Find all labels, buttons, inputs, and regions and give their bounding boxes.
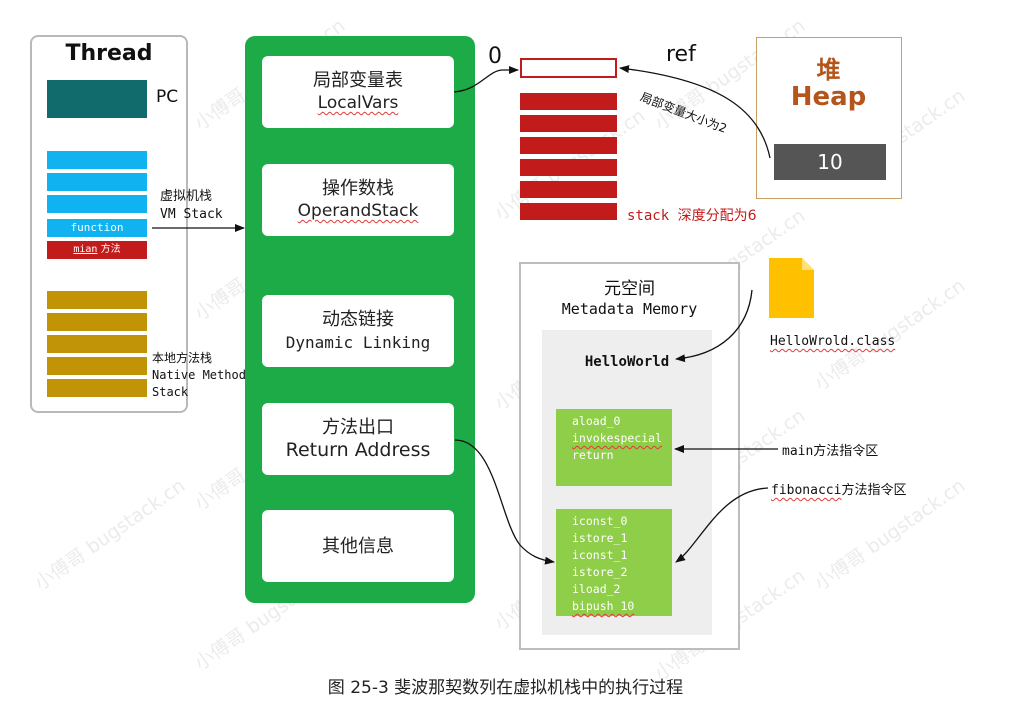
local-vars-card: 局部变量表 LocalVars xyxy=(262,56,454,128)
native-stack-label-en: Native Method xyxy=(152,368,246,382)
heap-box: 堆 Heap 10 xyxy=(756,37,902,199)
return-address-subtitle: Return Address xyxy=(285,439,431,461)
main-area-label: main方法指令区 xyxy=(782,444,879,459)
function-frame: function xyxy=(47,219,147,237)
vm-stack-frame xyxy=(47,195,147,213)
bytecode-line: aload_0 xyxy=(572,414,621,428)
operand-stack-slot xyxy=(520,203,617,220)
vm-stack-frame xyxy=(47,151,147,169)
vm-stack-frame xyxy=(47,173,147,191)
vm-stack-label-cn: 虚拟机栈 xyxy=(160,189,213,204)
stack-depth-note-suffix: 深度分配为6 xyxy=(677,208,757,224)
local-vars-title: 局部变量表 xyxy=(313,70,403,91)
pc-register xyxy=(47,80,147,118)
vm-stack-label: 虚拟机栈 VM Stack xyxy=(160,188,223,224)
fib-area-label: fibonacci方法指令区 xyxy=(771,479,906,498)
ref-label: ref xyxy=(666,42,696,67)
local-var-arrow xyxy=(453,66,519,93)
native-stack-frame xyxy=(47,335,147,353)
main-method-frame: mian 方法 xyxy=(47,241,147,259)
main-code-block: aload_0 invokespecial return xyxy=(556,409,672,486)
heap-title-en: Heap xyxy=(790,82,867,112)
class-file-icon xyxy=(769,258,814,318)
return-address-card: 方法出口 Return Address xyxy=(262,403,454,475)
class-load-arrow xyxy=(675,289,753,363)
class-file-label: HelloWrold.class xyxy=(770,334,896,349)
bytecode-line: iconst_1 xyxy=(572,548,628,562)
other-info-card: 其他信息 xyxy=(262,510,454,582)
dynamic-linking-title: 动态链接 xyxy=(322,309,394,330)
bytecode-line: istore_1 xyxy=(572,531,628,545)
dynamic-linking-card: 动态链接 Dynamic Linking xyxy=(262,295,454,367)
bytecode-line: istore_2 xyxy=(572,565,628,579)
operand-stack-slot xyxy=(520,93,617,110)
native-stack-frame xyxy=(47,291,147,309)
bytecode-line: bipush 10 xyxy=(572,599,635,613)
bytecode-line: iconst_0 xyxy=(572,514,628,528)
local-vars-subtitle: LocalVars xyxy=(317,93,399,113)
bytecode-line: iload_2 xyxy=(572,582,621,596)
native-stack-label-en: Stack xyxy=(152,385,189,399)
metaspace-title-en: Metadata Memory xyxy=(561,300,698,318)
operand-stack-subtitle: OperandStack xyxy=(297,201,419,221)
heap-ref-arrow xyxy=(619,65,771,159)
fib-area-arrow xyxy=(675,487,769,563)
fib-area-word: fibonacci xyxy=(771,483,842,498)
thread-title: Thread xyxy=(65,41,153,66)
native-stack-label-cn: 本地方法栈 xyxy=(152,351,213,365)
native-stack-frame xyxy=(47,357,147,375)
fib-area-suffix: 方法指令区 xyxy=(841,483,907,498)
other-info-title: 其他信息 xyxy=(322,535,394,557)
heap-title-cn: 堆 xyxy=(816,56,841,84)
stack-depth-note: stack 深度分配为6 xyxy=(627,205,757,225)
operand-stack-slot xyxy=(520,115,617,132)
operand-stack-slot xyxy=(520,159,617,176)
native-stack-frame xyxy=(47,379,147,397)
fib-code-block: iconst_0 istore_1 iconst_1 istore_2 iloa… xyxy=(556,509,672,616)
function-label: function xyxy=(70,221,124,234)
bytecode-line: return xyxy=(572,448,614,462)
bytecode-line: invokespecial xyxy=(572,431,663,445)
native-stack-label: 本地方法栈 Native Method Stack xyxy=(152,350,246,401)
pc-label: PC xyxy=(156,87,179,107)
figure-caption: 图 25-3 斐波那契数列在虚拟机栈中的执行过程 xyxy=(327,678,684,698)
vm-stack-label-en: VM Stack xyxy=(160,207,223,222)
slot-zero-label: 0 xyxy=(488,44,502,69)
stack-depth-note-prefix: stack xyxy=(627,208,678,224)
heap-value: 10 xyxy=(774,144,886,180)
operand-stack-slot xyxy=(520,181,617,198)
return-address-title: 方法出口 xyxy=(322,417,394,438)
local-var-slot xyxy=(520,58,617,78)
class-name: HelloWorld xyxy=(584,354,670,370)
main-method-suffix: 方法 xyxy=(97,244,121,255)
thread-panel: Thread PC function mian 方法 xyxy=(30,35,188,413)
native-stack-frame xyxy=(47,313,147,331)
return-address-arrow xyxy=(454,439,555,565)
main-method-word: mian xyxy=(73,244,98,255)
operand-stack-card: 操作数栈 OperandStack xyxy=(262,164,454,236)
operand-stack-slot xyxy=(520,137,617,154)
metaspace-title-cn: 元空间 xyxy=(604,279,655,299)
dynamic-linking-subtitle: Dynamic Linking xyxy=(285,333,431,352)
operand-stack-title: 操作数栈 xyxy=(322,178,394,199)
